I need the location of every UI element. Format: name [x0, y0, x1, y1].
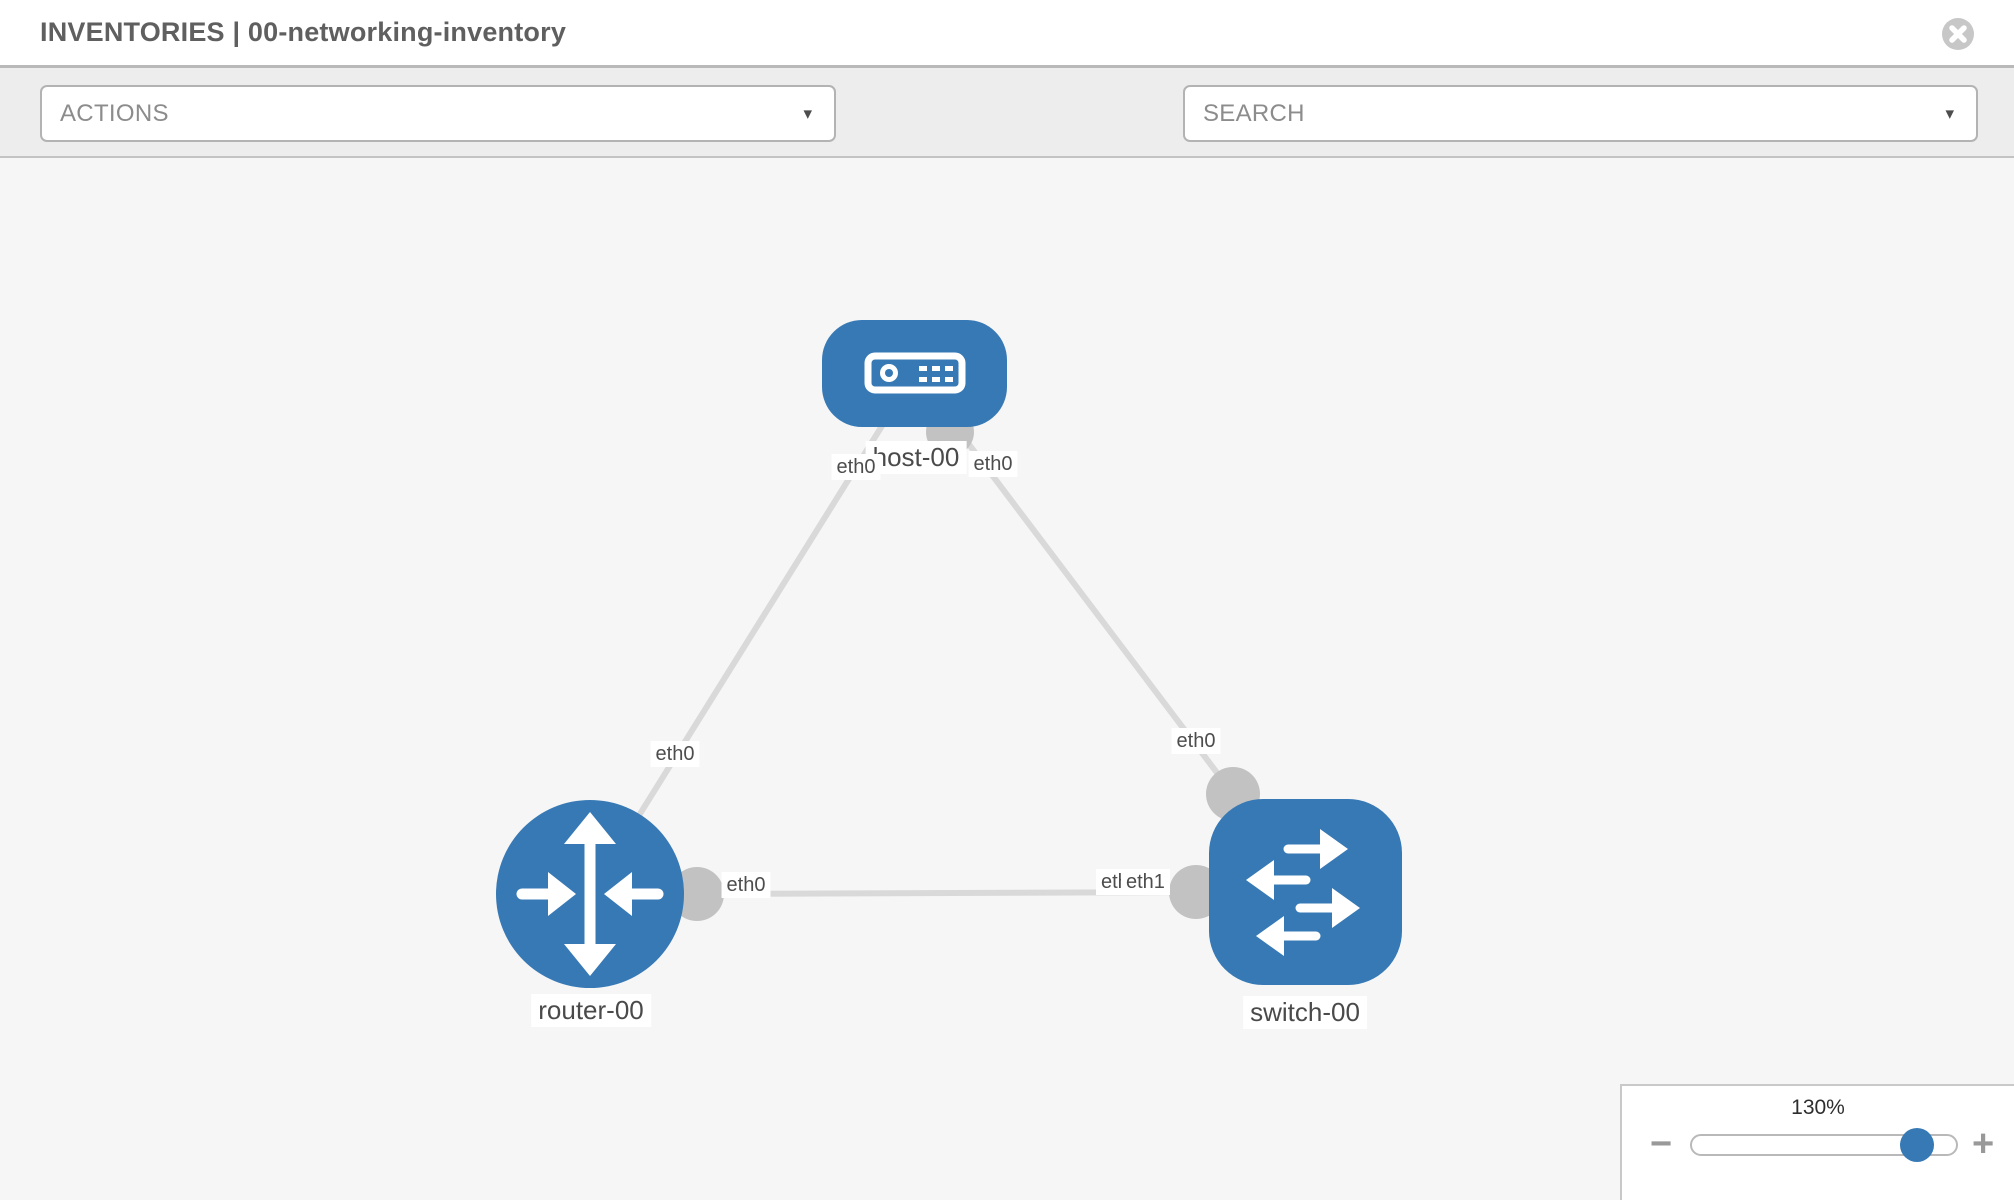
- zoom-in-button[interactable]: +: [1972, 1123, 1995, 1165]
- zoom-level: 130%: [1791, 1096, 1845, 1119]
- node-switch[interactable]: [1209, 799, 1402, 985]
- interface-label: eth0: [721, 872, 771, 898]
- page-title: INVENTORIES | 00-networking-inventory: [40, 17, 567, 47]
- node-router[interactable]: [496, 800, 684, 988]
- router-icon: [516, 812, 664, 976]
- search-dropdown[interactable]: SEARCH ▾: [1183, 85, 1978, 142]
- close-circle-icon: [1942, 18, 1974, 50]
- close-button[interactable]: [1941, 17, 1975, 51]
- interface-label: eth0: [831, 454, 881, 480]
- topology-graph: [496, 320, 1402, 988]
- interface-label: eth0: [1171, 728, 1221, 754]
- zoom-panel: 130% − +: [1620, 1084, 2014, 1200]
- node-label-host: host-00: [865, 441, 967, 474]
- zoom-out-button[interactable]: −: [1650, 1123, 1673, 1165]
- zoom-slider-thumb[interactable]: [1900, 1128, 1934, 1162]
- actions-dropdown-label: ACTIONS: [60, 100, 169, 127]
- host-icon: [864, 352, 966, 394]
- zoom-slider[interactable]: [1690, 1128, 1958, 1162]
- interface-connector[interactable]: [670, 867, 724, 921]
- interface-label: eth1: [1121, 869, 1170, 895]
- switch-icon: [1246, 829, 1360, 956]
- node-label-switch: switch-00: [1243, 996, 1367, 1029]
- page-header: INVENTORIES | 00-networking-inventory: [0, 0, 2014, 68]
- caret-down-icon: ▾: [803, 104, 812, 123]
- toolbar: ACTIONS ▾ SEARCH ▾: [0, 68, 2014, 199]
- actions-dropdown[interactable]: ACTIONS ▾: [40, 85, 836, 142]
- topology-canvas[interactable]: host-00 router-00 switch-00 eth0 eth0 et…: [0, 160, 2014, 1200]
- node-host[interactable]: [822, 320, 1007, 427]
- caret-down-icon: ▾: [1945, 104, 1954, 123]
- node-label-router: router-00: [531, 994, 651, 1027]
- interface-label: eth0: [968, 451, 1018, 477]
- search-placeholder: SEARCH: [1203, 100, 1305, 127]
- interface-label: eth0: [650, 741, 700, 767]
